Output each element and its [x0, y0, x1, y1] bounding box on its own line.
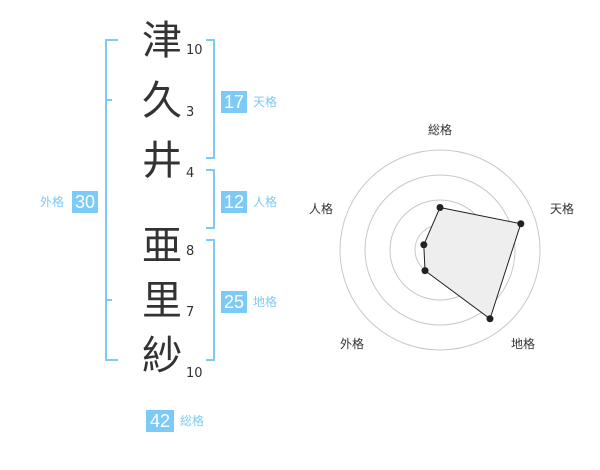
radar-label-chikaku: 地格	[511, 337, 536, 351]
radar-label-gaikaku: 外格	[340, 337, 365, 351]
stroke-count-1: 10	[186, 43, 203, 58]
radar-point-chikaku	[486, 315, 494, 323]
name-char-6: 紗	[142, 333, 182, 379]
name-char-5: 里	[142, 278, 182, 324]
radar-label-tenkaku: 天格	[550, 202, 575, 216]
tenkaku-label: 天格	[253, 95, 278, 109]
stroke-count-4: 8	[186, 244, 195, 259]
tenkaku-bracket	[206, 39, 215, 159]
name-char-4: 亜	[142, 223, 182, 269]
radar-points	[420, 204, 525, 323]
jinkaku-value-badge: 12	[221, 191, 247, 213]
chikaku-bracket	[206, 239, 215, 361]
name-char-1: 津	[142, 18, 182, 64]
chikaku-label: 地格	[253, 295, 278, 309]
stroke-count-5: 7	[186, 305, 195, 320]
soukaku-value-badge: 42	[146, 410, 174, 432]
radar-point-soukaku	[436, 204, 444, 211]
stroke-count-6: 10	[186, 366, 203, 381]
radar-ring-1	[339, 149, 541, 351]
soukaku-label: 総格	[180, 414, 205, 428]
name-char-3: 井	[142, 138, 182, 184]
radar-point-jinkaku	[420, 241, 428, 249]
gaikaku-value-badge: 30	[72, 191, 98, 213]
radar-label-jinkaku: 人格	[309, 202, 334, 216]
name-char-2: 久	[142, 78, 182, 124]
radar-label-soukaku: 総格	[428, 123, 453, 137]
gaikaku-bracket	[105, 39, 118, 361]
radar-ring-2	[364, 174, 516, 326]
stroke-count-3: 4	[186, 166, 195, 181]
gaikaku-label: 外格	[40, 195, 65, 209]
radar-point-tenkaku	[517, 220, 525, 228]
jinkaku-bracket	[206, 169, 215, 229]
tenkaku-value-badge: 17	[221, 91, 247, 113]
radar-polygon	[423, 206, 522, 320]
radar-point-gaikaku	[421, 267, 429, 275]
jinkaku-label: 人格	[253, 195, 278, 209]
chikaku-value-badge: 25	[221, 291, 247, 313]
stroke-count-2: 3	[186, 105, 195, 120]
